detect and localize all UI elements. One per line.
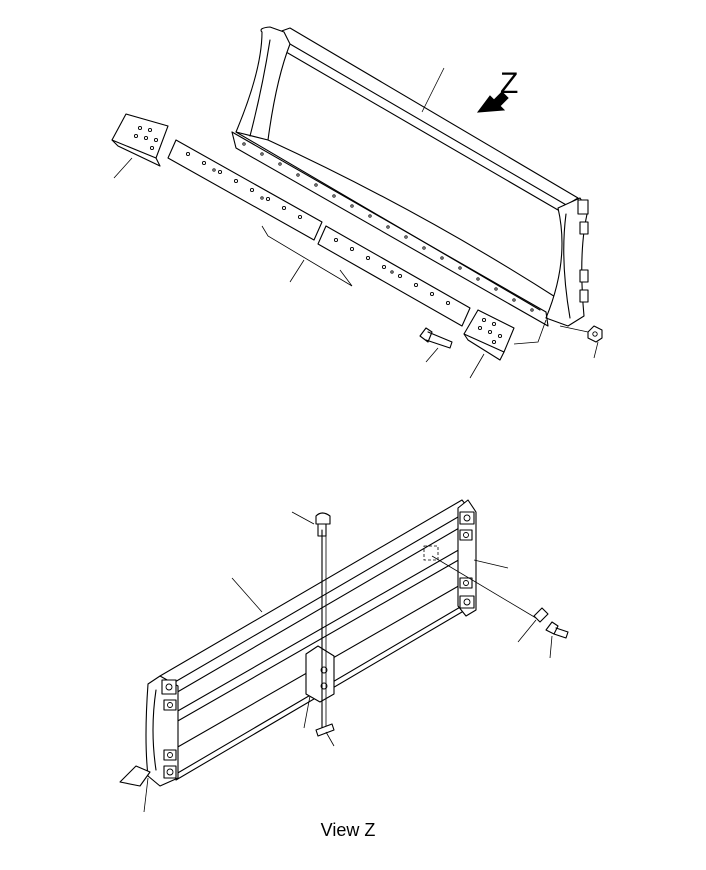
blade-left-end-plate: [235, 26, 291, 141]
leader-center-bracket: [303, 695, 311, 729]
blade-bolt-holes: [242, 142, 534, 312]
cutting-edge-right: [317, 225, 471, 327]
leader-rear-right: [473, 559, 509, 569]
leader-washer-rear: [517, 619, 537, 643]
leader-blade: [421, 67, 445, 113]
leader-bolt-rear: [291, 511, 315, 525]
blade-right-end-plate: [545, 197, 589, 327]
blade-assembly: [231, 26, 589, 327]
leader-nut-top: [593, 341, 599, 359]
view-caption: View Z: [321, 820, 376, 840]
nut-top: [559, 325, 603, 359]
leader-rear-top-beam: [231, 577, 263, 613]
plow-bolt-top: [419, 327, 453, 363]
leader-rear-left-bit: [143, 777, 149, 813]
leader-left-end-bit: [113, 157, 133, 179]
bolt-rear: [291, 511, 331, 537]
view-z-letter: Z: [500, 67, 518, 100]
leader-pin: [325, 731, 335, 747]
leader-right-end-bit: [469, 353, 485, 379]
view-z-arrow: Z: [476, 67, 518, 113]
right-end-bit: [463, 309, 547, 379]
leader-plow-bolt-rear: [549, 635, 553, 659]
plow-bolt-rear: [517, 607, 569, 659]
cutting-edge-left: [167, 139, 323, 241]
leader-cutting-edges: [261, 225, 353, 287]
center-bracket: [305, 645, 335, 703]
left-end-bit: [111, 113, 169, 179]
blade-rear-view: [119, 499, 537, 813]
leader-plow-bolt-top: [425, 347, 439, 363]
